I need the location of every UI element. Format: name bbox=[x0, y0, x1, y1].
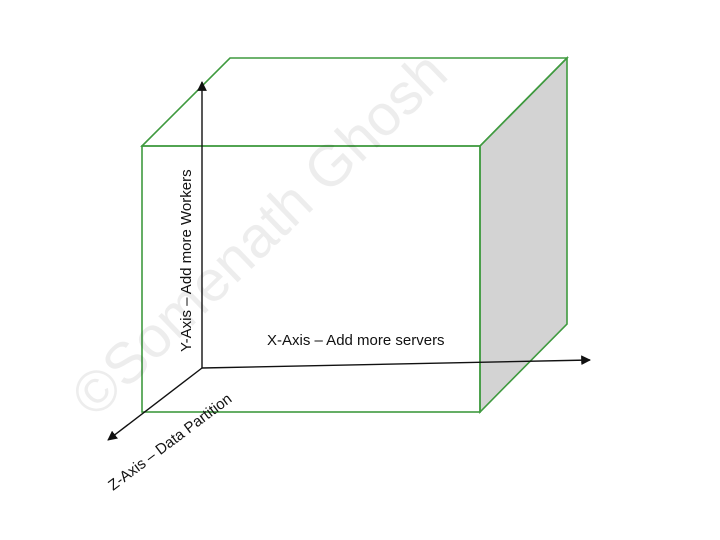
y-axis-label: Y-Axis – Add more Workers bbox=[178, 169, 195, 352]
cube-right-face-outline bbox=[479, 56, 568, 414]
x-axis-arrow bbox=[201, 355, 591, 369]
x-axis-label: X-Axis – Add more servers bbox=[267, 332, 445, 349]
z-axis-arrow bbox=[107, 367, 203, 441]
cube-right-face bbox=[480, 58, 567, 412]
